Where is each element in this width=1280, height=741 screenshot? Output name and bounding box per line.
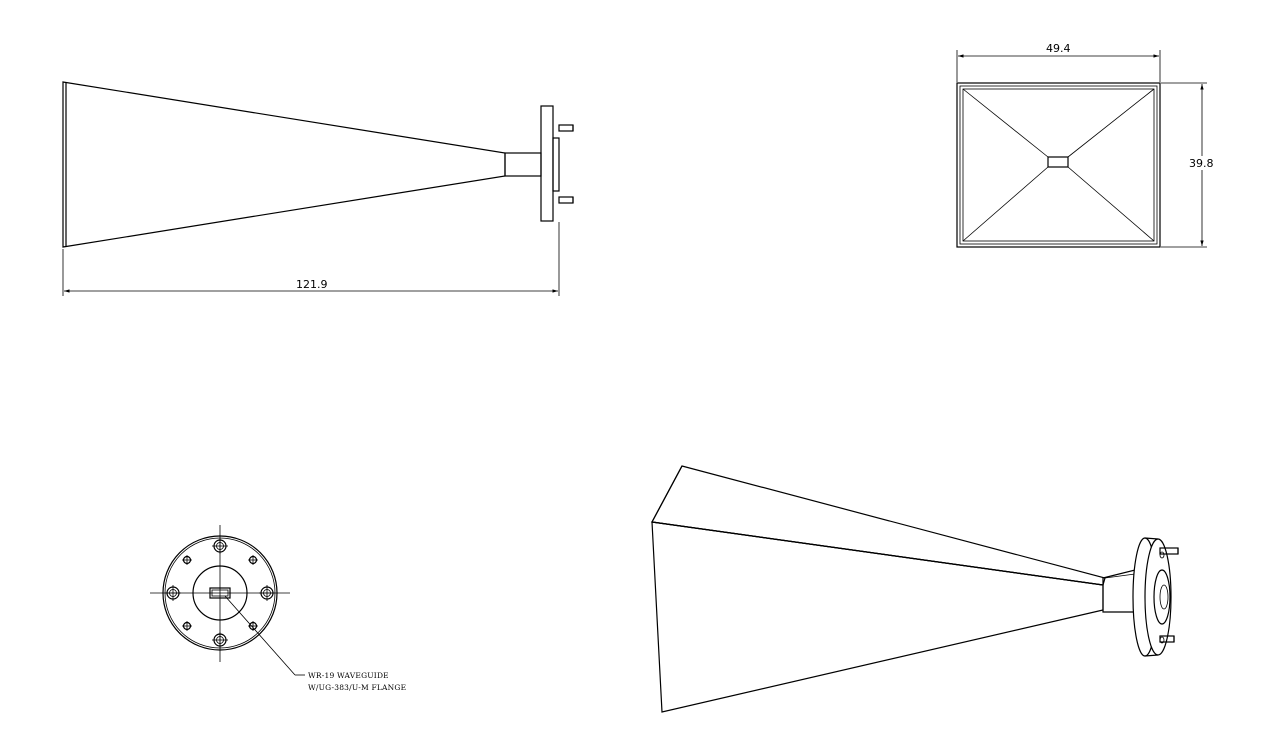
pin-hole-left [165, 585, 181, 601]
pin-hole-bottom [212, 632, 228, 648]
aperture-view: 49.4 39.8 [956, 42, 1214, 248]
aperture-height-dimension: 39.8 [1189, 157, 1214, 170]
side-view: 121.9 [62, 81, 574, 296]
callout-flange: W/UG-383/U-M FLANGE [308, 683, 406, 692]
overall-length-dimension: 121.9 [296, 278, 328, 291]
pin-hole-right [259, 585, 275, 601]
callout-waveguide: WR-19 WAVEGUIDE [308, 671, 389, 680]
flange-view: WR-19 WAVEGUIDE W/UG-383/U-M FLANGE [150, 525, 406, 692]
aperture-width-dimension: 49.4 [1046, 42, 1071, 55]
screw-holes [182, 555, 258, 631]
isometric-view [651, 465, 1179, 713]
pin-hole-top [212, 538, 228, 554]
